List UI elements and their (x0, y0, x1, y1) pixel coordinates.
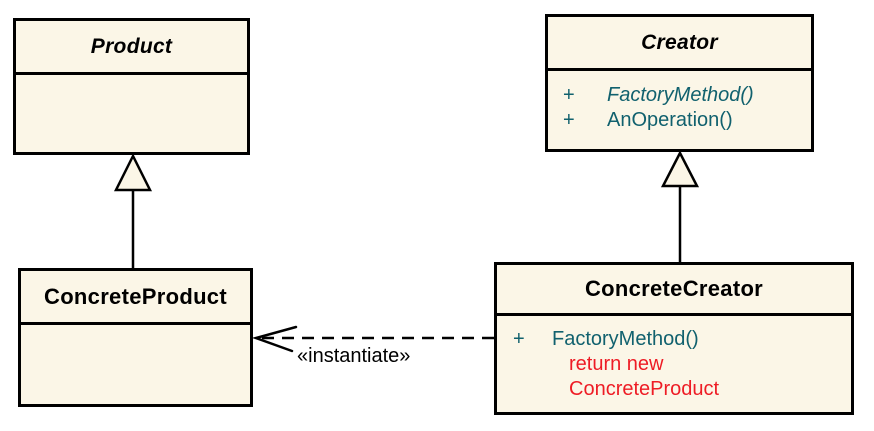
class-body-concrete-creator: + FactoryMethod() return new ConcretePro… (497, 316, 851, 412)
class-body-creator: + FactoryMethod() + AnOperation() (548, 71, 811, 149)
class-title-concrete-creator: ConcreteCreator (497, 265, 851, 316)
method-anoperation: + AnOperation() (548, 108, 811, 133)
visibility-plus: + (563, 109, 575, 131)
generalization-arrow-creator (660, 150, 700, 262)
method-factorymethod-abstract: + FactoryMethod() (548, 83, 811, 108)
code-note-return-new: return new (569, 353, 664, 375)
method-factorymethod: + FactoryMethod() (497, 327, 851, 352)
class-box-product: Product (13, 18, 250, 155)
visibility-plus: + (513, 328, 525, 350)
class-box-concrete-creator: ConcreteCreator + FactoryMethod() return… (494, 262, 854, 415)
class-body-concrete-product (21, 325, 250, 404)
class-title-creator: Creator (548, 17, 811, 71)
class-box-concrete-product: ConcreteProduct (18, 268, 253, 407)
visibility-plus: + (563, 84, 575, 106)
class-box-creator: Creator + FactoryMethod() + AnOperation(… (545, 14, 814, 152)
generalization-arrow-product (113, 153, 153, 268)
class-body-product (16, 75, 247, 152)
class-title-product: Product (16, 21, 247, 75)
method-name: AnOperation() (607, 109, 733, 131)
instantiate-stereotype-label: «instantiate» (297, 345, 411, 367)
class-title-concrete-product: ConcreteProduct (21, 271, 250, 325)
code-note-concrete-product: ConcreteProduct (569, 378, 720, 400)
method-name: FactoryMethod() (552, 328, 699, 350)
method-name: FactoryMethod() (607, 84, 754, 106)
